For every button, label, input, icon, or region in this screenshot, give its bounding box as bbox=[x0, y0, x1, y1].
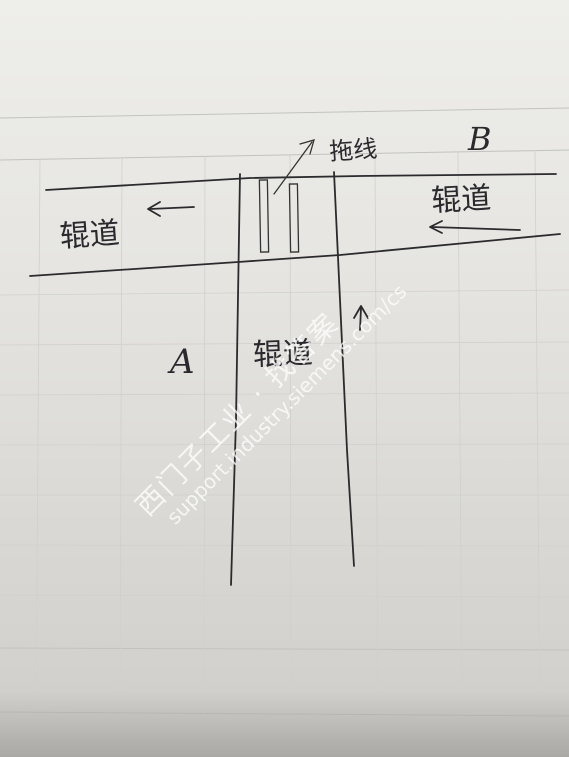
zone-a-label: A bbox=[170, 342, 195, 382]
fault-point-label: 拖线 bbox=[328, 134, 379, 166]
main-road-arrow bbox=[353, 305, 369, 331]
right-roller-table-label: 辊道 bbox=[430, 180, 493, 219]
left-roller-table-label: 辊道 bbox=[58, 215, 121, 255]
paper-shadow bbox=[0, 690, 569, 757]
zone-b-label: B bbox=[468, 120, 492, 158]
form-grid bbox=[0, 107, 569, 717]
vertical-roller-table bbox=[230, 171, 355, 586]
left-road-arrow bbox=[147, 201, 195, 217]
fault-rollers bbox=[258, 179, 300, 253]
horizontal-roller-table bbox=[29, 173, 561, 277]
right-road-arrow bbox=[429, 220, 521, 234]
fault-pointer-arrow bbox=[273, 139, 315, 195]
